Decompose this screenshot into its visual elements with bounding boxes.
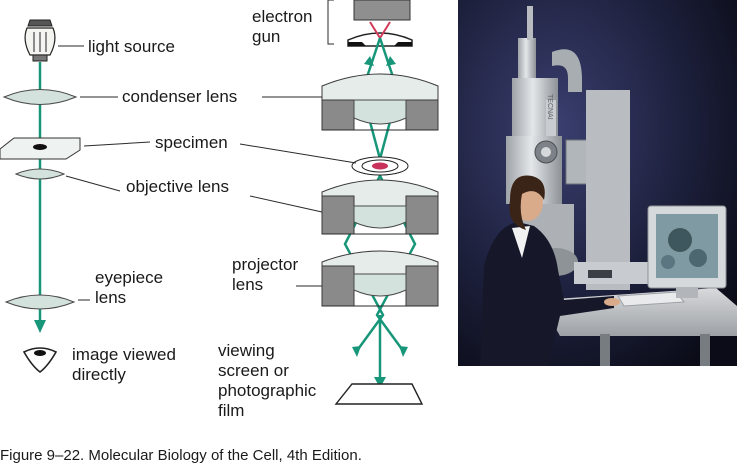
figure-caption: Figure 9–22. Molecular Biology of the Ce… xyxy=(0,447,362,464)
electron-gun-bracket xyxy=(327,0,334,45)
condenser-lens-label: condenser lens xyxy=(122,87,237,106)
viewing-screen-label-line1: viewing xyxy=(218,341,275,360)
electron-microscope-diagram xyxy=(239,0,439,405)
objective-lens-label: objective lens xyxy=(126,177,229,196)
eyepiece-label-line2: lens xyxy=(95,288,126,307)
specimen-leader-right xyxy=(239,143,357,164)
viewing-screen-label-line2: screen or xyxy=(218,361,289,380)
projector-lens-label-line2: lens xyxy=(232,275,263,294)
image-viewed-label-line1: image viewed xyxy=(72,345,176,364)
specimen-holder-electron xyxy=(351,156,409,176)
electron-microscope-photo: TECNAI xyxy=(458,0,737,366)
projector-lens-label-line1: projector xyxy=(232,255,298,274)
electron-gun-label-line2: gun xyxy=(252,27,280,46)
objective-leader-right xyxy=(249,195,323,213)
condenser-lens-light xyxy=(2,89,78,105)
viewing-screen-label-line4: film xyxy=(218,401,244,420)
projector-lens-electron xyxy=(321,250,439,307)
svg-text:TECNAI: TECNAI xyxy=(546,94,553,120)
eyepiece-label-line1: eyepiece xyxy=(95,268,163,287)
light-microscope-diagram: light source xyxy=(0,19,175,374)
light-beam-arrowhead xyxy=(34,320,46,333)
image-viewed-label-line2: directly xyxy=(72,365,126,384)
light-bulb-icon xyxy=(24,19,56,62)
electron-gun-label-line1: electron xyxy=(252,7,312,26)
viewing-screen xyxy=(334,383,424,405)
objective-lens-leader-left xyxy=(65,175,121,192)
eyepiece-lens xyxy=(4,294,76,310)
specimen-leader-left xyxy=(83,141,151,147)
condenser-lens-electron xyxy=(321,73,439,131)
specimen-label: specimen xyxy=(155,133,228,152)
operator-person xyxy=(480,175,620,366)
objective-lens-light xyxy=(14,168,66,180)
specimen-slide xyxy=(0,137,81,160)
eye-icon xyxy=(22,347,58,374)
light-source-label: light source xyxy=(88,37,175,56)
viewing-screen-label-line3: photographic xyxy=(218,381,317,400)
objective-lens-electron xyxy=(321,179,439,235)
